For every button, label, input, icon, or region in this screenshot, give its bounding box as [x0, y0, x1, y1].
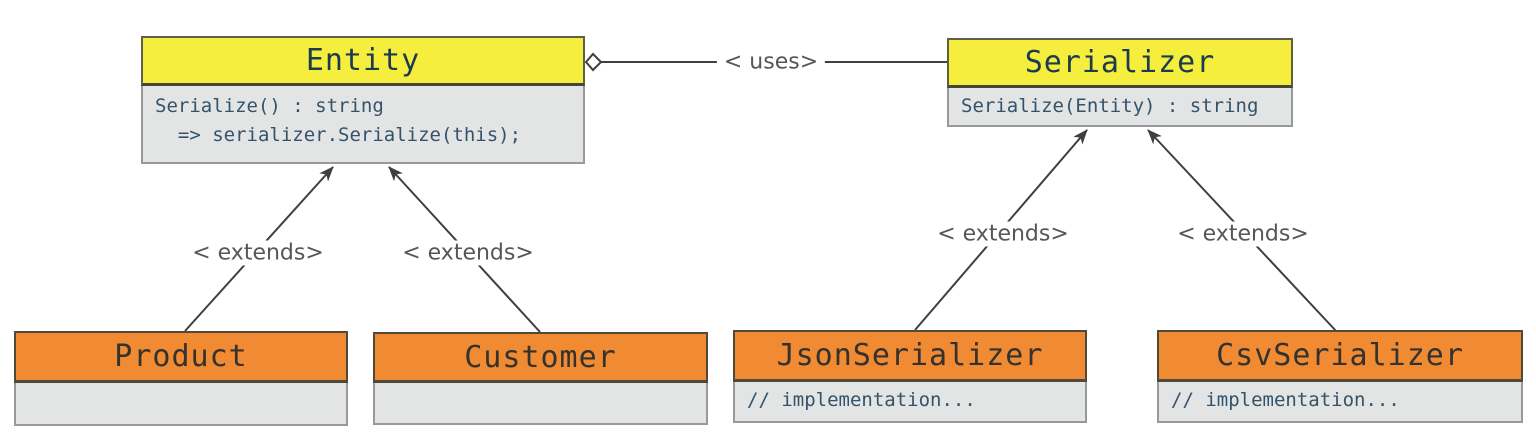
serializer-class-body: Serialize(Entity) : string — [947, 88, 1293, 127]
product-class-name: Product — [114, 339, 248, 374]
entity-method-body: => serializer.Serialize(this); — [155, 123, 522, 146]
csv-serializer-class-name: CsvSerializer — [1216, 338, 1464, 373]
serializer-class-name: Serializer — [1024, 45, 1216, 80]
customer-class-body — [373, 383, 708, 425]
extends-label-product: < extends> — [185, 240, 331, 266]
product-class-header: Product — [14, 331, 348, 383]
csv-serializer-class-box: CsvSerializer // implementation... — [1157, 330, 1523, 423]
serializer-method-signature: Serialize(Entity) : string — [961, 95, 1259, 117]
entity-class-header: Entity — [141, 36, 585, 86]
product-class-body — [14, 383, 348, 426]
entity-class-name: Entity — [305, 43, 421, 78]
entity-class-box: Entity Serialize() : string => serialize… — [141, 36, 585, 164]
json-serializer-class-header: JsonSerializer — [733, 330, 1087, 382]
csv-serializer-class-body: // implementation... — [1157, 382, 1523, 423]
uses-relationship-label: < uses> — [716, 49, 826, 75]
json-serializer-class-body: // implementation... — [733, 382, 1087, 423]
product-class-box: Product — [14, 331, 348, 426]
entity-class-body: Serialize() : string => serializer.Seria… — [141, 86, 585, 164]
serializer-class-header: Serializer — [947, 38, 1293, 88]
aggregation-diamond-icon — [584, 52, 603, 72]
customer-class-box: Customer — [373, 332, 708, 425]
json-serializer-class-name: JsonSerializer — [776, 338, 1044, 373]
extends-label-customer: < extends> — [395, 240, 541, 266]
customer-class-name: Customer — [464, 339, 617, 375]
entity-method-signature: Serialize() : string — [155, 95, 384, 117]
serializer-class-box: Serializer Serialize(Entity) : string — [947, 38, 1293, 127]
extends-label-json: < extends> — [930, 221, 1076, 247]
json-serializer-implementation-comment: // implementation... — [747, 389, 976, 411]
extends-label-csv: < extends> — [1170, 221, 1316, 247]
csv-serializer-class-header: CsvSerializer — [1157, 330, 1523, 382]
json-serializer-class-box: JsonSerializer // implementation... — [733, 330, 1087, 423]
customer-class-header: Customer — [373, 332, 708, 383]
csv-serializer-implementation-comment: // implementation... — [1171, 389, 1400, 411]
